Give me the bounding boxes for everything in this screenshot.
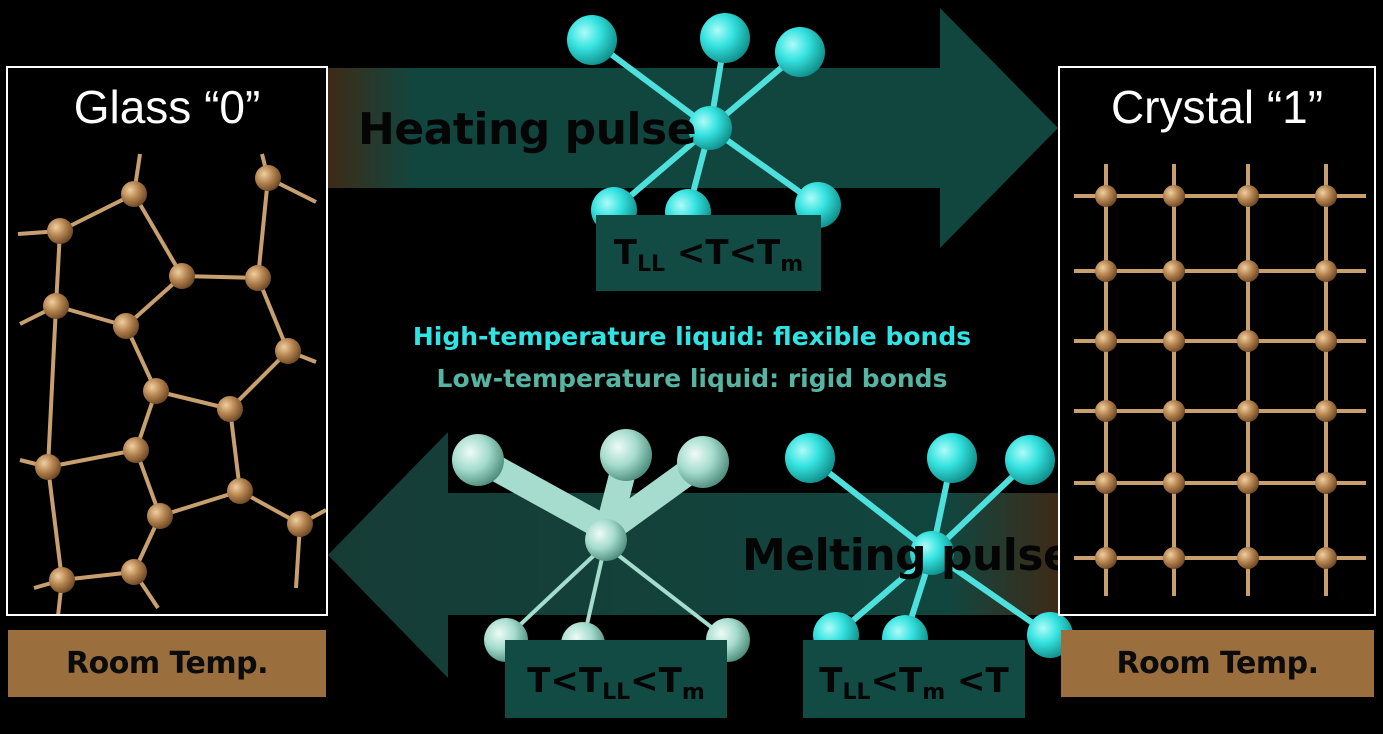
glass-atom	[169, 263, 195, 289]
crystal-lattice	[1074, 164, 1366, 596]
glass-atom	[275, 338, 301, 364]
crystal-panel: Crystal “1”	[1058, 66, 1376, 616]
crystal-atom	[1163, 330, 1185, 352]
glass-bond	[228, 408, 242, 492]
glass-atom	[49, 567, 75, 593]
diagram-stage: Heating pulse Melting pulse TLL <T<Tm T<…	[6, 8, 1376, 718]
crystal-atom	[1095, 185, 1117, 207]
glass-room-temp: Room Temp.	[8, 630, 326, 697]
glass-bond	[132, 192, 184, 278]
glass-atom	[227, 478, 253, 504]
heating-condition: TLL <T<Tm	[596, 215, 821, 291]
quench-condition: T<TLL<Tm	[505, 640, 727, 718]
crystal-atom	[1163, 260, 1185, 282]
note-high-temperature: High-temperature liquid: flexible bonds	[412, 322, 972, 351]
crystal-atom	[1095, 330, 1117, 352]
glass-atom	[217, 396, 243, 422]
note-low-temperature: Low-temperature liquid: rigid bonds	[436, 364, 948, 393]
crystal-atom	[1315, 185, 1337, 207]
glass-atom	[287, 511, 313, 537]
crystal-atom	[1163, 400, 1185, 422]
glass-panel: Glass “0”	[6, 66, 328, 616]
crystal-atom	[1315, 260, 1337, 282]
glass-bond	[256, 277, 290, 352]
crystal-atom	[1095, 400, 1117, 422]
glass-atom	[143, 378, 169, 404]
glass-atom	[113, 313, 139, 339]
glass-bond	[59, 192, 135, 233]
glass-atom	[35, 454, 61, 480]
glass-bond	[47, 448, 137, 469]
crystal-title: Crystal “1”	[1110, 81, 1324, 133]
crystal-atom	[1237, 472, 1259, 494]
glass-title: Glass “0”	[73, 81, 261, 133]
crystal-atom	[1095, 547, 1117, 569]
crystal-atom	[1095, 260, 1117, 282]
glass-bond	[159, 489, 241, 518]
arrows-layer	[328, 8, 1073, 678]
heating-pulse-label: Heating pulse	[358, 104, 697, 155]
crystal-atom	[1237, 547, 1259, 569]
glass-atom	[47, 218, 73, 244]
glass-bond	[228, 349, 290, 411]
crystal-atom	[1237, 330, 1259, 352]
glass-atom	[147, 503, 173, 529]
crystal-atom	[1315, 547, 1337, 569]
rigid-molecule	[452, 429, 750, 666]
glass-atom	[121, 181, 147, 207]
crystal-atom	[1237, 185, 1259, 207]
crystal-atom	[1163, 185, 1185, 207]
glass-atom	[43, 293, 69, 319]
melting-pulse-label: Melting pulse	[742, 530, 1073, 581]
melting-arrow	[328, 432, 1058, 678]
glass-atom	[255, 165, 281, 191]
glass-atom	[121, 559, 147, 585]
crystal-atom	[1163, 472, 1185, 494]
glass-network	[17, 153, 326, 614]
glass-bond	[256, 177, 270, 279]
glass-atom	[123, 437, 149, 463]
crystal-atom	[1315, 400, 1337, 422]
crystal-atom	[1315, 472, 1337, 494]
crystal-atom	[1095, 472, 1117, 494]
crystal-room-temp: Room Temp.	[1061, 630, 1374, 697]
glass-atom	[245, 265, 271, 291]
crystal-atom	[1163, 547, 1185, 569]
glass-bond	[46, 466, 64, 581]
crystal-atom	[1237, 260, 1259, 282]
glass-bond	[46, 305, 58, 468]
crystal-atom	[1237, 400, 1259, 422]
melting-condition: TLL<Tm <T	[803, 640, 1025, 718]
crystal-atom	[1315, 330, 1337, 352]
